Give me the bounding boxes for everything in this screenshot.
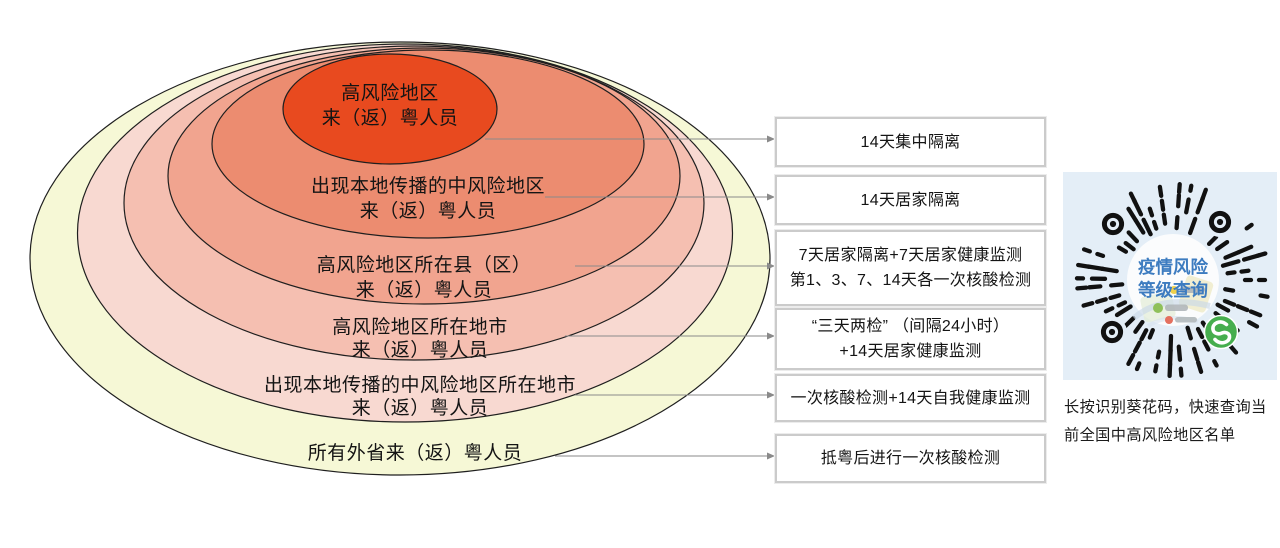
measure-text-line: 14天居家隔离 [860,191,961,209]
ring-ellipse-1 [282,53,498,165]
connector-arrow-4 [767,332,775,340]
measure-text-line: “三天两检” （间隔24小时） [811,318,1010,335]
measure-box-3: 7天居家隔离+7天居家健康监测 第1、3、7、14天各一次核酸检测 [775,230,1046,306]
measure-text-line: 抵粤后进行一次核酸检测 [820,450,1001,467]
qr-panel: 疫情风险 等级查询 [1063,172,1277,380]
connector-arrow-6 [767,452,775,460]
measure-box-6: 抵粤后进行一次核酸检测 [775,434,1046,483]
measure-text-line: 一次核酸检测+14天自我健康监测 [790,389,1031,407]
connector-arrow-1 [767,135,775,143]
measure-text-line: 14天集中隔离 [860,133,961,151]
qr-marker-icon [1208,210,1232,234]
qr-position-markers [1097,207,1235,347]
measure-text-line: 7天居家隔离+7天居家健康监测 [798,247,1023,264]
qr-title-line2: 等级查询 [1138,280,1208,300]
qr-center-art [1127,234,1219,328]
connector-arrows [767,135,775,460]
qr-marker-icon [1101,212,1125,236]
connector-lines [485,138,768,457]
qr-marker-icon [1100,320,1124,344]
qr-title-line1: 疫情风险 [1138,257,1208,277]
measure-box-2: 14天居家隔离 [775,175,1046,225]
qr-caption: 长按识别葵花码，快速查询当 前全国中高风险地区名单 [1064,394,1280,450]
connector-arrow-2 [767,193,775,201]
connector-arrow-5 [767,391,775,399]
qr-caption-line2: 前全国中高风险地区名单 [1064,427,1236,444]
measure-box-1: 14天集中隔离 [775,117,1046,167]
measure-text-line: 第1、3、7、14天各一次核酸检测 [789,272,1032,289]
qr-caption-line1: 长按识别葵花码，快速查询当 [1064,399,1267,416]
connector-arrow-3 [767,262,775,270]
measure-text-line: +14天居家健康监测 [839,343,982,360]
wechat-miniprogram-icon [1203,314,1239,350]
qr-code[interactable]: 疫情风险 等级查询 [1070,176,1270,380]
measure-box-4: “三天两检” （间隔24小时） +14天居家健康监测 [775,308,1046,370]
measure-box-5: 一次核酸检测+14天自我健康监测 [775,374,1046,422]
